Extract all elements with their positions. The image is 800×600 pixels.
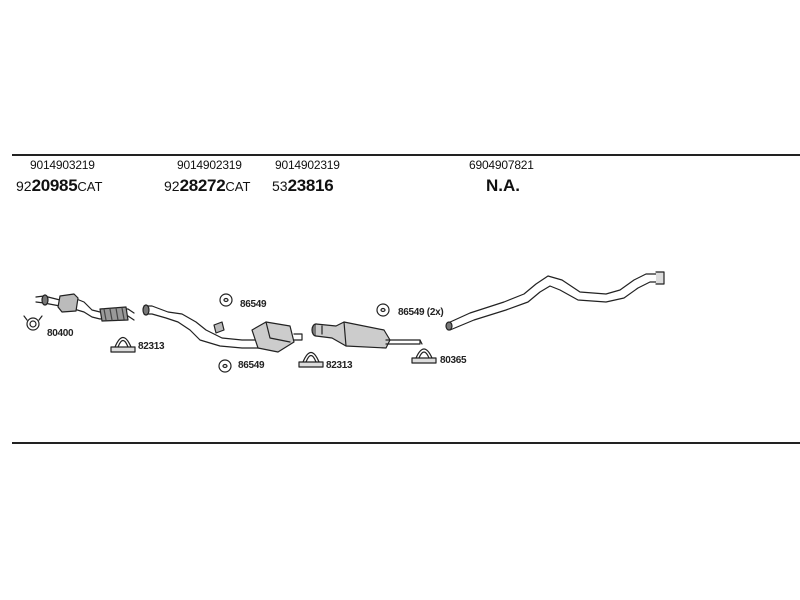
section-4-part-number: 6904907821 (469, 158, 534, 172)
section-2-part-number: 9014902319 (177, 158, 242, 172)
gasket-code-2x: 86549 (2x) (398, 307, 444, 318)
u-clamp-icon-3 (411, 348, 437, 364)
gasket-code-top: 86549 (240, 299, 267, 310)
middle-muffler-part (311, 321, 423, 349)
tail-pipe-part (445, 271, 665, 331)
u-clamp-icon-1 (110, 336, 136, 353)
section-2-code-prefix: 92 (164, 178, 180, 194)
section-1-code-prefix: 92 (16, 178, 32, 194)
gasket-icon-2x (376, 303, 390, 317)
section-1-code: 9220985CAT (16, 176, 102, 196)
front-pipe-part (35, 293, 135, 322)
u-clamp-code-1: 82313 (138, 341, 165, 352)
bottom-divider-line (12, 442, 800, 444)
section-2-code: 9228272CAT (164, 176, 250, 196)
gasket-icon-bottom (218, 359, 232, 373)
catalytic-converter-pipe-part (142, 304, 303, 353)
ring-clamp-code: 80400 (47, 328, 74, 339)
section-4-code: N.A. (486, 176, 520, 195)
ring-clamp-icon (23, 315, 43, 331)
u-clamp-icon-2 (298, 351, 324, 368)
section-3-code-main: 23816 (287, 176, 334, 195)
section-2-code-suffix: CAT (225, 179, 251, 194)
section-1-part-number: 9014903219 (30, 158, 95, 172)
u-clamp-code-2: 82313 (326, 360, 353, 371)
section-1-code-main: 20985 (31, 176, 78, 195)
gasket-icon-top (219, 293, 233, 307)
section-3-part-number: 9014902319 (275, 158, 340, 172)
top-divider-line (12, 154, 800, 156)
section-3-code: 5323816 (272, 176, 334, 196)
section-3-code-prefix: 53 (272, 178, 288, 194)
section-1-code-suffix: CAT (77, 179, 103, 194)
u-clamp-code-3: 80365 (440, 355, 467, 366)
gasket-code-bottom: 86549 (238, 360, 265, 371)
section-2-code-main: 28272 (179, 176, 226, 195)
